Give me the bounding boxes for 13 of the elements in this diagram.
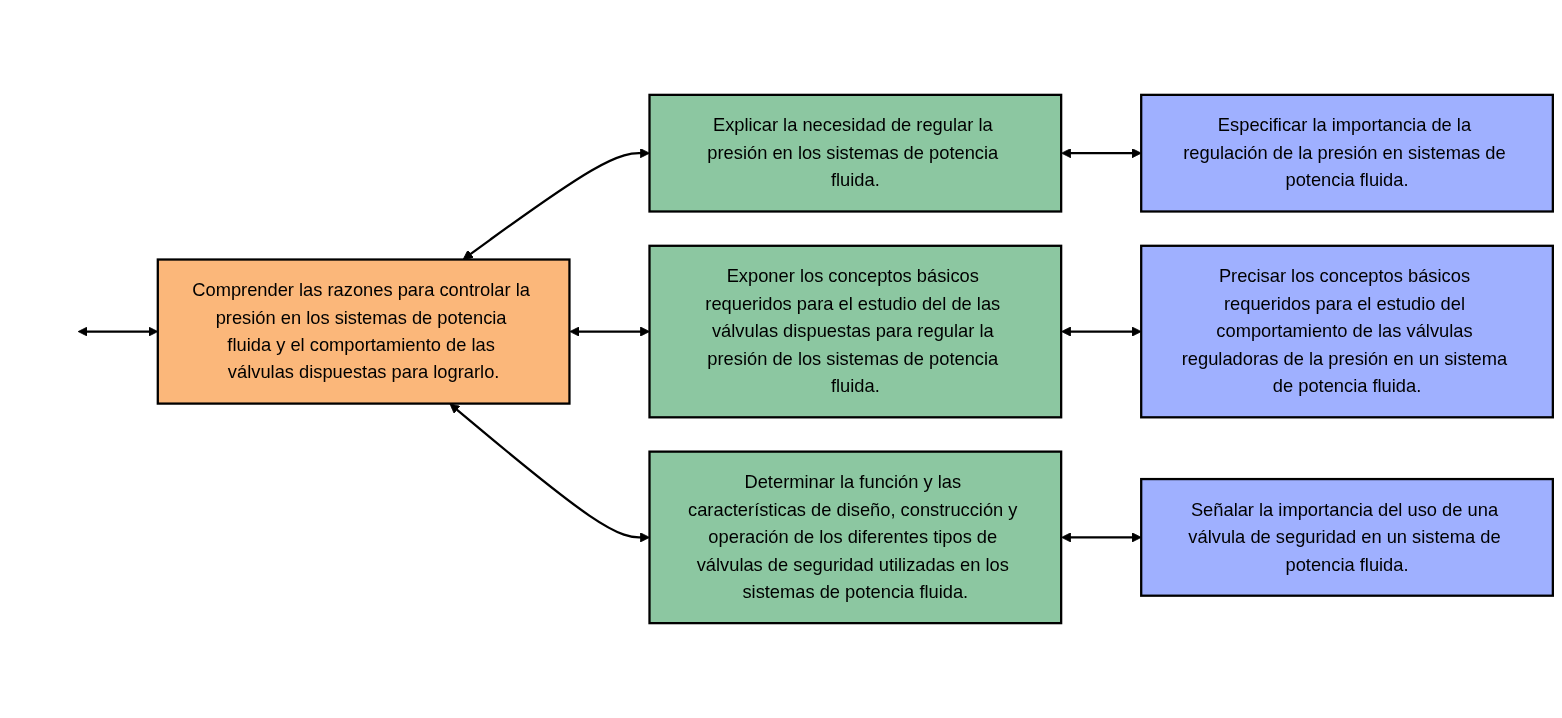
arrow	[449, 403, 650, 543]
node-box: Explicar la necesidad de regular la presión en los sistemas de potencia fluida.	[648, 93, 1063, 213]
arrow	[569, 326, 650, 337]
node-box: Comprender las razones para controlar la presión en los sistemas de potencia fluida y el comportamiento de las válvulas dispuestas para lograrlo.	[156, 258, 571, 405]
node-box: Señalar la importancia del uso de una válvula de seguridad en un sistema de potencia fluida.	[1140, 477, 1554, 597]
node-box: Especificar la importancia de la regulación de la presión en sistemas de potencia fluida.	[1140, 93, 1554, 213]
arrow	[1061, 326, 1142, 337]
node-box: Determinar la función y las características de diseño, construcción y operación de los diferentes tipos de válvulas de seguridad utilizadas en los sistemas de potencia fluida.	[648, 450, 1063, 625]
node-box: Precisar los conceptos básicos requeridos para el estudio del comportamiento de las válvulas reguladoras de la presión en un sistema de potencia fluida.	[1140, 244, 1554, 419]
arrow	[1061, 532, 1142, 543]
arrow	[1061, 148, 1142, 159]
arrow	[462, 148, 650, 260]
node-box: Exponer los conceptos básicos requeridos para el estudio del de las válvulas dispuestas para regular la presión de los sistemas de potencia fluida.	[648, 244, 1063, 419]
